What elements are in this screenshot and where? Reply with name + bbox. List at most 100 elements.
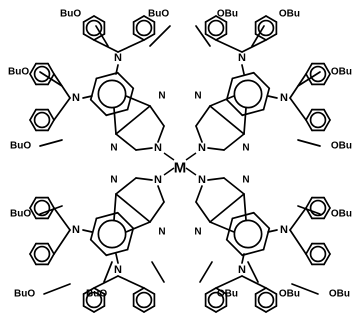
benzo-ring-upper-right-edge — [231, 71, 255, 80]
aryl-ring-upper-left-b1-aromatic-circle — [33, 65, 51, 83]
aryl-bond-lower-right — [241, 275, 267, 289]
butoxy-link-7 — [291, 283, 319, 295]
butoxy-link-9 — [149, 25, 171, 47]
benzo-ring-upper-left-edge — [116, 71, 135, 90]
aryl-ring-upper-left-a1-edge — [82, 15, 95, 23]
butoxy-label-left-3: BuO — [14, 289, 35, 300]
meso-nitrogen-right-top: N — [242, 143, 249, 154]
aryl-ring-lower-right-a1-edge — [254, 305, 267, 313]
butoxy-label-left-4: BuO — [60, 9, 81, 20]
aryl-ring-upper-right-a0-edge — [215, 15, 228, 23]
aryl-ring-upper-left-b1-edge — [29, 73, 37, 86]
meso-nitrogen-left-top: N — [110, 143, 117, 154]
amine-nitrogen-lower-left-b: N — [72, 224, 80, 236]
butoxy-link-2 — [39, 205, 63, 215]
pyrrole-upper-right — [207, 147, 225, 151]
amine-bond-lower-right — [241, 253, 245, 264]
aryl-ring-upper-right-a1-edge — [254, 15, 267, 23]
aryl-ring-lower-right-a1-edge — [254, 287, 267, 295]
aryl-ring-lower-right-a1-edge — [265, 287, 278, 295]
amine-nitrogen-lower-right-a: N — [238, 264, 246, 276]
pyrrole-lower-left — [157, 185, 165, 203]
amine-bond-lower-left — [115, 253, 119, 264]
butoxy-label-left-6: BuO — [86, 289, 107, 300]
benzo-ring-lower-right-edge — [252, 211, 271, 230]
aryl-ring-upper-left-a1-aromatic-circle — [85, 19, 103, 37]
aryl-ring-lower-left-b0-aromatic-circle — [33, 199, 51, 217]
aryl-ring-upper-right-a1-edge — [254, 33, 267, 41]
butoxy-label-left-1: BuO — [10, 141, 31, 152]
aryl-ring-upper-left-b1-edge — [47, 62, 55, 75]
bond-layer — [29, 15, 331, 313]
aryl-ring-lower-left-a0-edge — [143, 287, 156, 295]
aryl-ring-lower-left-b1-edge — [47, 253, 55, 266]
aryl-ring-upper-right-a0-aromatic-circle — [207, 19, 225, 37]
aryl-ring-upper-left-a0-aromatic-circle — [135, 19, 153, 37]
fusion-lower-left — [113, 193, 117, 221]
aryl-bond-upper-left — [117, 39, 145, 53]
butoxy-link-12 — [103, 261, 113, 283]
butoxy-link-8 — [95, 25, 109, 47]
center-metal-label: M — [174, 160, 187, 177]
benzo-ring-upper-right-edge — [262, 87, 271, 111]
aryl-ring-upper-right-a1-edge — [265, 15, 278, 23]
butoxy-link-5 — [297, 139, 321, 147]
pyrrole-nitrogen-lower-left: N — [154, 174, 162, 186]
aryl-ring-lower-right-b1-edge — [323, 242, 331, 255]
metal-nitrogen-upper-left — [163, 152, 175, 161]
butoxy-label-left-2: BuO — [10, 209, 31, 220]
fusion-upper-left — [113, 107, 117, 135]
fusion-upper-right — [209, 95, 235, 107]
aryl-bond-upper-left — [53, 97, 71, 121]
benzo-ring-lower-left-edge — [89, 238, 108, 257]
fusion-lower-left — [125, 221, 151, 233]
aryl-ring-lower-left-b1-aromatic-circle — [33, 245, 51, 263]
pyrrole-lower-left — [149, 201, 165, 223]
pyrrole-upper-left — [149, 105, 165, 127]
aryl-ring-lower-left-a1-edge — [82, 287, 95, 295]
aryl-ring-upper-right-b1-edge — [305, 62, 313, 75]
benzo-ring-lower-right-aromatic-circle — [233, 219, 263, 249]
amine-bond-upper-left — [82, 95, 93, 99]
aryl-ring-upper-right-b0-edge — [323, 108, 331, 121]
aryl-ring-upper-left-a1-edge — [93, 15, 106, 23]
amine-bond-upper-right — [241, 64, 245, 75]
pyrrole-lower-right — [195, 201, 211, 223]
pyrrole-upper-right — [195, 105, 211, 127]
metal-nitrogen-lower-right — [185, 167, 197, 176]
aryl-ring-lower-left-a1-edge — [93, 287, 106, 295]
aryl-ring-upper-left-a0-edge — [143, 15, 156, 23]
butoxy-label-right-0: OBu — [331, 67, 352, 78]
pyrrole-nitrogen-upper-right: N — [198, 142, 206, 154]
benzo-ring-upper-left-edge — [95, 71, 119, 80]
aryl-ring-lower-left-a1-edge — [82, 305, 95, 313]
benzo-ring-upper-left-edge — [126, 87, 135, 111]
aryl-ring-lower-left-a1-edge — [93, 305, 106, 313]
aryl-ring-lower-right-b1-edge — [305, 242, 313, 255]
aryl-bond-lower-left — [117, 275, 145, 289]
aryl-ring-upper-left-b1-edge — [29, 62, 37, 75]
amine-bond-lower-left — [82, 229, 93, 233]
aryl-ring-upper-right-a0-edge — [204, 15, 217, 23]
butoxy-label-right-5: OBu — [217, 9, 238, 20]
aryl-bond-upper-right — [289, 97, 307, 121]
amine-bond-lower-right — [267, 229, 278, 233]
amine-nitrogen-upper-left-b: N — [72, 92, 80, 104]
benzo-ring-lower-right-edge — [231, 211, 255, 220]
butoxy-link-0 — [39, 71, 63, 87]
aryl-bond-lower-right — [215, 275, 243, 289]
amine-nitrogen-lower-left-a: N — [114, 264, 122, 276]
meso-nitrogen-top-left: N — [158, 91, 165, 102]
aryl-ring-upper-right-a1-edge — [265, 33, 278, 41]
butoxy-label-right-4: OBu — [279, 9, 300, 20]
amine-nitrogen-lower-right-b: N — [280, 224, 288, 236]
aryl-ring-upper-right-b1-edge — [323, 62, 331, 75]
metal-nitrogen-upper-right — [185, 152, 197, 161]
aryl-bond-lower-left — [53, 207, 71, 231]
meso-nitrogen-right-bottom: N — [242, 175, 249, 186]
butoxy-link-4 — [297, 71, 321, 87]
aryl-ring-lower-right-b0-edge — [323, 196, 331, 209]
aryl-ring-lower-right-a0-aromatic-circle — [207, 291, 225, 309]
butoxy-label-right-1: OBu — [331, 141, 352, 152]
